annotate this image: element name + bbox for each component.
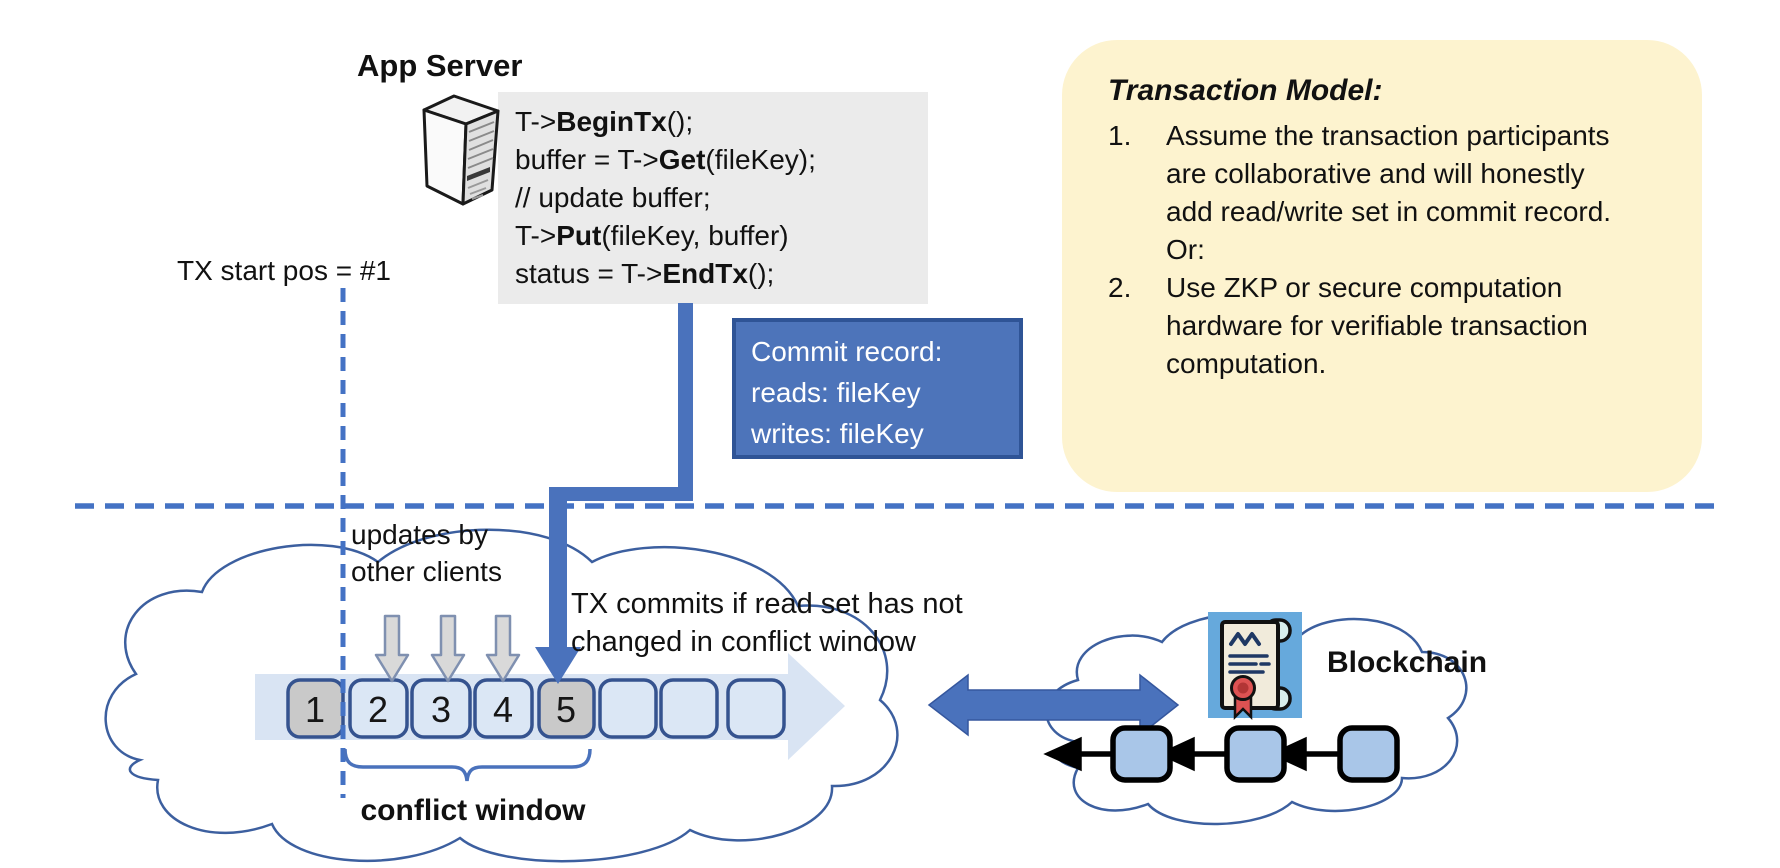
commit-flow-arrow	[535, 303, 693, 684]
note-item: 1. Assume the transaction participants a…	[1108, 117, 1664, 269]
commit-record-box: Commit record: reads: fileKey writes: fi…	[732, 318, 1023, 459]
note-item-text: Assume the transaction participants are …	[1166, 120, 1627, 265]
slot-number: 4	[493, 689, 513, 730]
tx-start-label: TX start pos = #1	[177, 255, 391, 286]
timeline-slots	[286, 678, 786, 739]
blockchain-label: Blockchain	[1327, 646, 1488, 679]
conflict-window-label: conflict window	[360, 794, 586, 827]
timeline-slot	[348, 678, 409, 739]
updates-by-label: updates by other clients	[351, 519, 502, 587]
note-item-text: Use ZKP or secure computation hardware f…	[1166, 272, 1596, 379]
note-item-number: 1.	[1108, 120, 1132, 151]
sync-double-arrow	[927, 673, 1180, 737]
code-line: T->BeginTx();	[515, 106, 694, 137]
slot-number: 1	[305, 689, 325, 730]
timeline-slot-numbers: 1 2 3 4 5	[305, 689, 576, 730]
code-line: T->Put(fileKey, buffer)	[515, 220, 789, 251]
conflict-window-bracket	[343, 748, 592, 782]
timeline-slot	[726, 678, 786, 739]
note-item-number: 2.	[1108, 272, 1132, 303]
update-arrows	[374, 614, 521, 683]
note-title: Transaction Model:	[1108, 74, 1383, 107]
code-line: // update buffer;	[515, 182, 711, 213]
transaction-model-note: Transaction Model: 1. Assume the transac…	[1062, 40, 1702, 492]
code-line: status = T->EndTx();	[515, 258, 775, 289]
chain-arrows	[1043, 736, 1340, 772]
chain-arrow-head	[1269, 736, 1307, 772]
block	[1110, 725, 1173, 783]
update-arrow-icon	[374, 614, 410, 683]
smart-contract-icon	[1208, 612, 1302, 721]
commit-record-line: reads: fileKey	[751, 377, 921, 408]
note-item: 2. Use ZKP or secure computation hardwar…	[1108, 269, 1664, 383]
update-arrow-icon	[430, 614, 466, 683]
server-icon	[422, 94, 500, 206]
app-server-label: App Server	[357, 48, 523, 83]
timeline-slot	[598, 678, 658, 739]
block	[1224, 725, 1287, 783]
slot-number: 5	[556, 689, 576, 730]
commit-record-line: writes: fileKey	[751, 418, 924, 449]
commit-record-line: Commit record:	[751, 336, 943, 367]
chain-arrow-head	[1157, 736, 1195, 772]
timeline-slot	[537, 678, 596, 739]
tx-commits-label: TX commits if read set has not changed i…	[571, 588, 963, 658]
timeline-slot	[659, 678, 719, 739]
code-line: buffer = T->Get(fileKey);	[515, 144, 816, 175]
slot-number: 3	[431, 689, 451, 730]
slot-number: 2	[368, 689, 388, 730]
block	[1337, 725, 1400, 783]
timeline-slot	[410, 678, 472, 739]
blockchain-blocks	[1110, 725, 1400, 783]
update-arrow-icon	[485, 614, 521, 683]
chain-arrow-head	[1043, 736, 1082, 772]
transaction-code-block: T->BeginTx(); buffer = T->Get(fileKey); …	[498, 92, 928, 304]
